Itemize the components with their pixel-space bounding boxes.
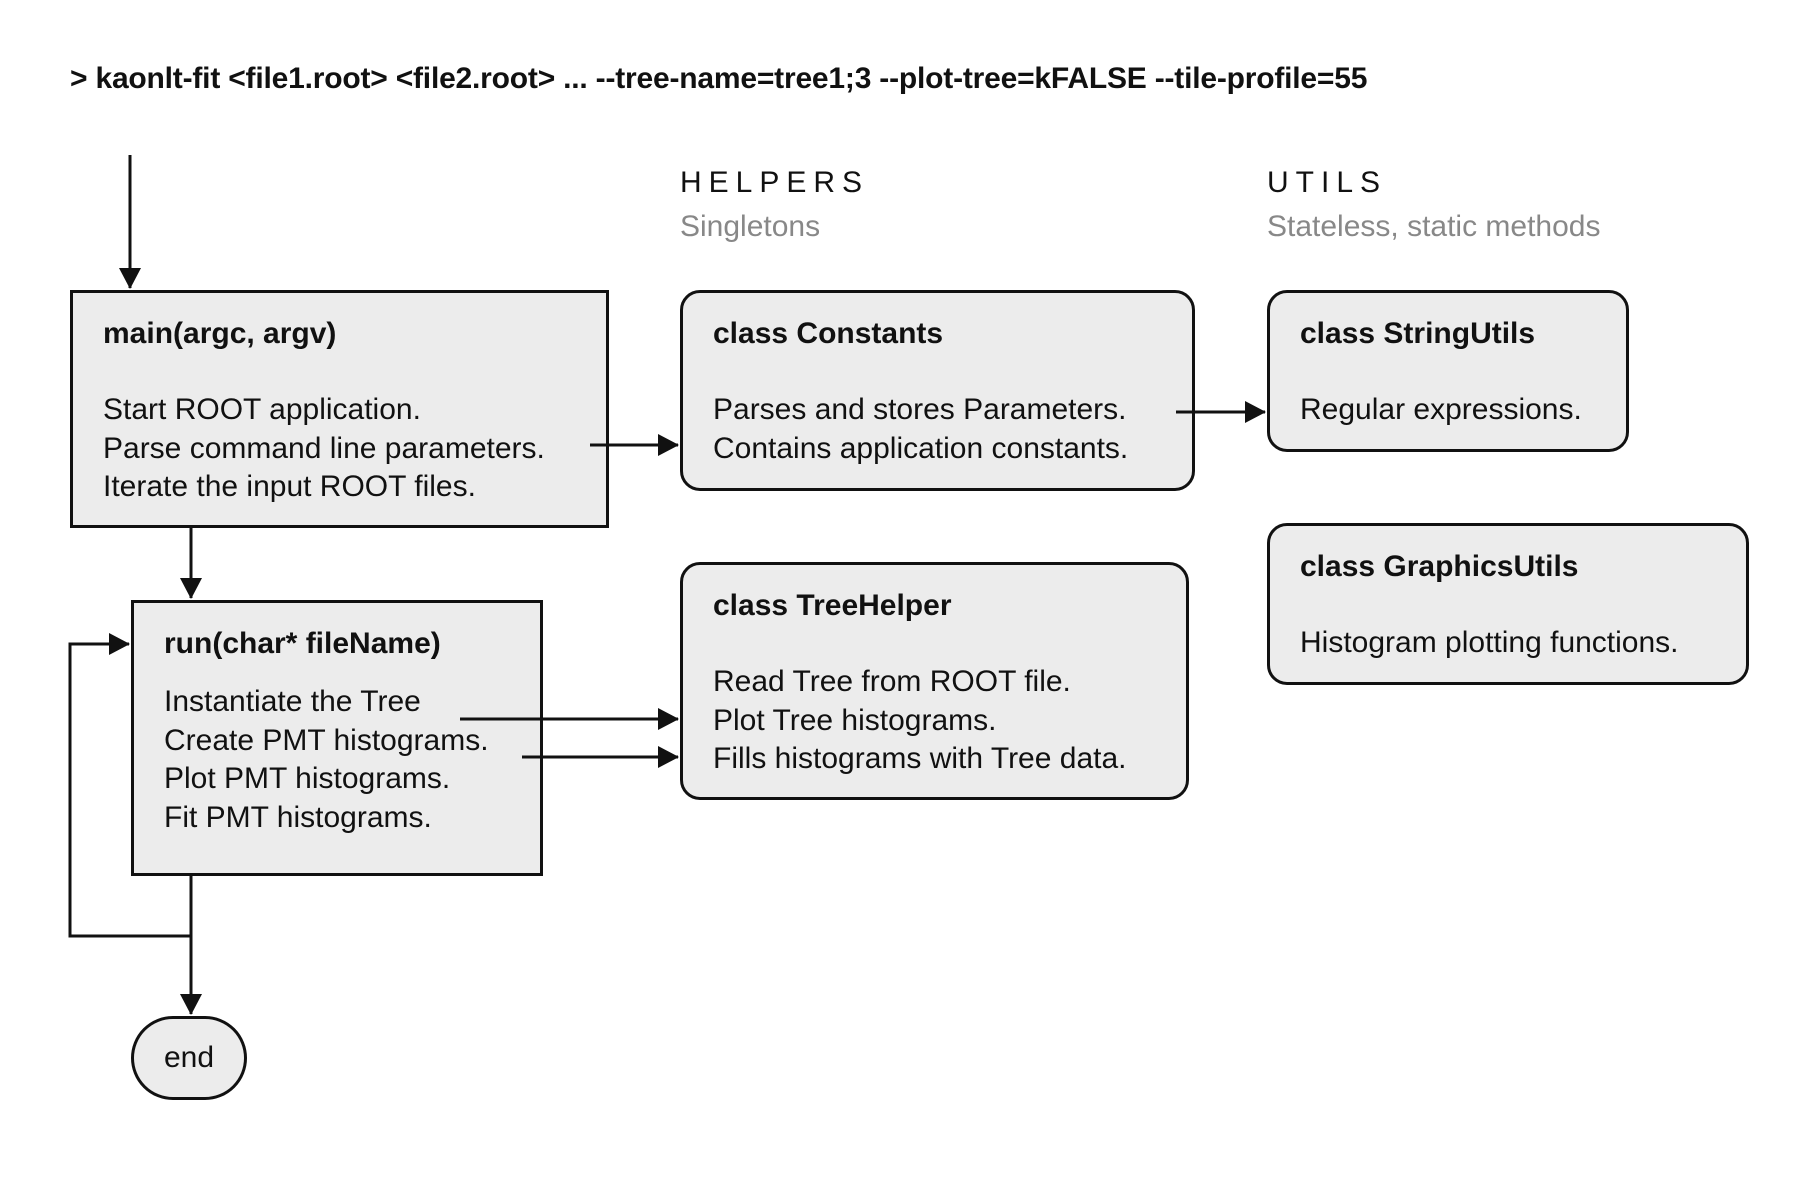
utils-heading: UTILS — [1267, 166, 1388, 199]
helpers-subtitle: Singletons — [680, 210, 821, 243]
string-utils-class-title: class StringUtils — [1300, 317, 1536, 350]
tree-helper-line-1: Read Tree from ROOT file. — [713, 665, 1071, 698]
utils-subtitle: Stateless, static methods — [1267, 210, 1601, 243]
constants-class-box: class Constants Parses and stores Parame… — [680, 290, 1195, 491]
run-to-end-arrowhead — [180, 994, 202, 1015]
string-utils-class-box: class StringUtils Regular expressions. — [1267, 290, 1629, 452]
tree-helper-line-3: Fills histograms with Tree data. — [713, 742, 1127, 775]
run-line-3: Plot PMT histograms. — [164, 762, 451, 795]
run-to-tree-helper-arrowhead-1 — [658, 708, 679, 730]
run-line-4: Fit PMT histograms. — [164, 800, 432, 834]
main-function-box: main(argc, argv) Start ROOT application.… — [70, 290, 609, 528]
loop-back-arrow — [68, 642, 193, 938]
main-line-1: Start ROOT application. — [103, 393, 421, 426]
end-label: end — [163, 1041, 215, 1074]
end-terminator: end — [131, 1016, 247, 1100]
helpers-heading: HELPERS — [680, 166, 870, 199]
run-line-1: Instantiate the Tree — [164, 685, 421, 718]
constants-line-2: Contains application constants. — [713, 431, 1129, 465]
main-to-run-arrowhead — [180, 578, 202, 599]
graphics-utils-line-1: Histogram plotting functions. — [1300, 626, 1679, 659]
graphics-utils-class-box: class GraphicsUtils Histogram plotting f… — [1267, 523, 1749, 685]
main-function-title: main(argc, argv) — [103, 317, 337, 350]
tree-helper-class-title: class TreeHelper — [713, 589, 952, 622]
constants-class-title: class Constants — [713, 317, 944, 350]
constants-to-string-utils-arrowhead — [1245, 401, 1266, 423]
graphics-utils-class-title: class GraphicsUtils — [1300, 550, 1579, 583]
command-line: > kaonlt-fit <file1.root> <file2.root> .… — [70, 62, 1368, 95]
main-line-3: Iterate the input ROOT files. — [103, 470, 476, 503]
string-utils-line-1: Regular expressions. — [1300, 393, 1582, 426]
tree-helper-class-box: class TreeHelper Read Tree from ROOT fil… — [680, 562, 1189, 800]
run-function-title: run(char* fileName) — [164, 627, 441, 660]
run-to-tree-helper-arrowhead-2 — [658, 746, 679, 768]
run-line-2: Create PMT histograms. — [164, 723, 489, 757]
tree-helper-line-2: Plot Tree histograms. — [713, 703, 997, 737]
loop-back-arrowhead — [109, 633, 130, 655]
entry-arrowhead — [119, 268, 141, 289]
constants-line-1: Parses and stores Parameters. — [713, 393, 1127, 426]
run-function-box: run(char* fileName) Instantiate the Tree… — [131, 600, 543, 876]
main-line-2: Parse command line parameters. — [103, 431, 545, 465]
main-to-constants-arrowhead — [658, 434, 679, 456]
